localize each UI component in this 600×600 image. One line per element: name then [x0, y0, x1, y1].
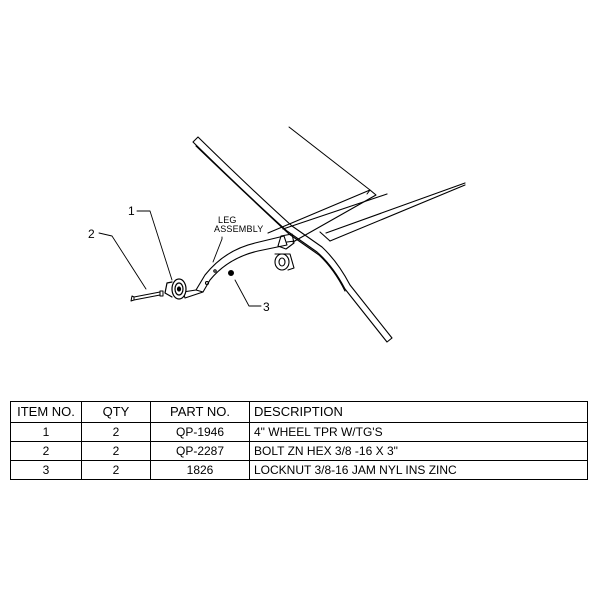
cell-qty: 2	[81, 460, 151, 480]
table-row: 1 2 QP-1946 4" WHEEL TPR W/TG'S	[10, 422, 588, 442]
bolt-part	[130, 290, 164, 302]
header-part-no: PART NO.	[150, 401, 250, 423]
cell-description: BOLT ZN HEX 3/8 -16 X 3"	[249, 441, 588, 461]
header-qty: QTY	[81, 401, 151, 423]
leader-lines	[98, 210, 262, 307]
header-item-no: ITEM NO.	[10, 401, 82, 423]
cell-description: 4" WHEEL TPR W/TG'S	[249, 422, 588, 442]
table-row: 3 2 1826 LOCKNUT 3/8-16 JAM NYL INS ZINC	[10, 460, 588, 480]
bill-of-materials-table: ITEM NO. QTY PART NO. DESCRIPTION 1 2 QP…	[10, 401, 588, 480]
cell-item-no: 2	[10, 441, 82, 461]
wheel-part	[164, 278, 187, 300]
callout-2: 2	[88, 227, 95, 241]
leader-1	[136, 210, 173, 281]
cell-part-no: QP-1946	[150, 422, 250, 442]
callout-3: 3	[263, 300, 270, 314]
cell-item-no: 3	[10, 460, 82, 480]
leader-leg	[212, 236, 223, 263]
cross-bar	[267, 182, 466, 243]
cell-part-no: 1826	[150, 460, 250, 480]
main-frame-tube	[192, 136, 393, 343]
upper-frame-rail	[288, 126, 371, 195]
exploded-assembly-drawing: 1 2 3 LEG ASSEMBLY	[88, 126, 466, 343]
cell-description: LOCKNUT 3/8-16 JAM NYL INS ZINC	[249, 460, 588, 480]
leader-2	[98, 232, 147, 290]
leg-assembly	[182, 235, 288, 299]
leg-assembly-label-line1: LEG	[218, 215, 237, 225]
leg-assembly-label-line2: ASSEMBLY	[214, 224, 263, 234]
header-description: DESCRIPTION	[249, 401, 588, 423]
cell-item-no: 1	[10, 422, 82, 442]
cell-qty: 2	[81, 441, 151, 461]
leader-3	[234, 279, 262, 307]
callout-1: 1	[128, 204, 135, 218]
caster-bracket	[274, 233, 296, 271]
locknut-part	[228, 270, 234, 276]
table-header-row: ITEM NO. QTY PART NO. DESCRIPTION	[10, 401, 588, 423]
cell-part-no: QP-2287	[150, 441, 250, 461]
cell-qty: 2	[81, 422, 151, 442]
table-row: 2 2 QP-2287 BOLT ZN HEX 3/8 -16 X 3"	[10, 441, 588, 461]
